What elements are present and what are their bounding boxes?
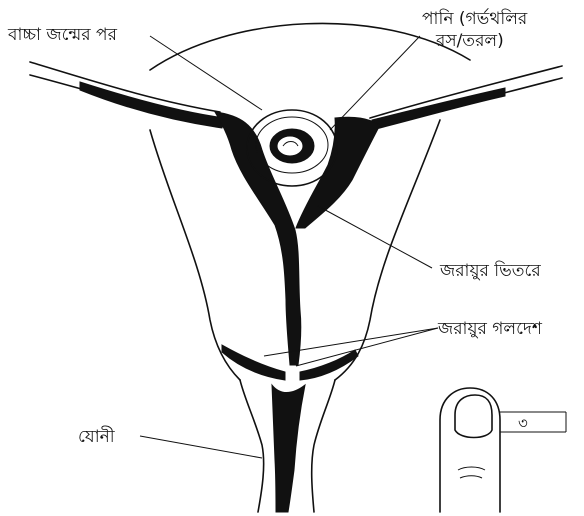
finger-icon: ৩: [440, 388, 566, 512]
label-water-line2: রস/তরল): [435, 31, 504, 51]
leader-inside-uterus: [318, 206, 432, 268]
label-cervix: জরায়ুর গলদেশ: [437, 319, 543, 339]
finger-width-mark: ৩: [518, 414, 528, 432]
uterus-outline: [150, 23, 470, 70]
cervix-right-lip: [300, 350, 358, 380]
label-vagina: যোনী: [78, 426, 116, 447]
fingernail-icon: [455, 395, 492, 438]
left-fallopian-tube: [30, 62, 225, 128]
cervix-left-lip: [222, 345, 285, 380]
right-fallopian-tube: [370, 66, 562, 130]
label-inside-uterus: জরায়ুর ভিতরে: [439, 260, 541, 281]
label-water-line1: পানি (গর্ভথলির: [422, 8, 528, 29]
uterus-left-wall: [150, 130, 240, 380]
label-after-birth: বাচ্চা জন্মের পর: [7, 25, 118, 45]
leader-vagina: [140, 436, 262, 458]
vaginal-canal: [240, 380, 264, 512]
leader-after-birth: [150, 36, 262, 110]
